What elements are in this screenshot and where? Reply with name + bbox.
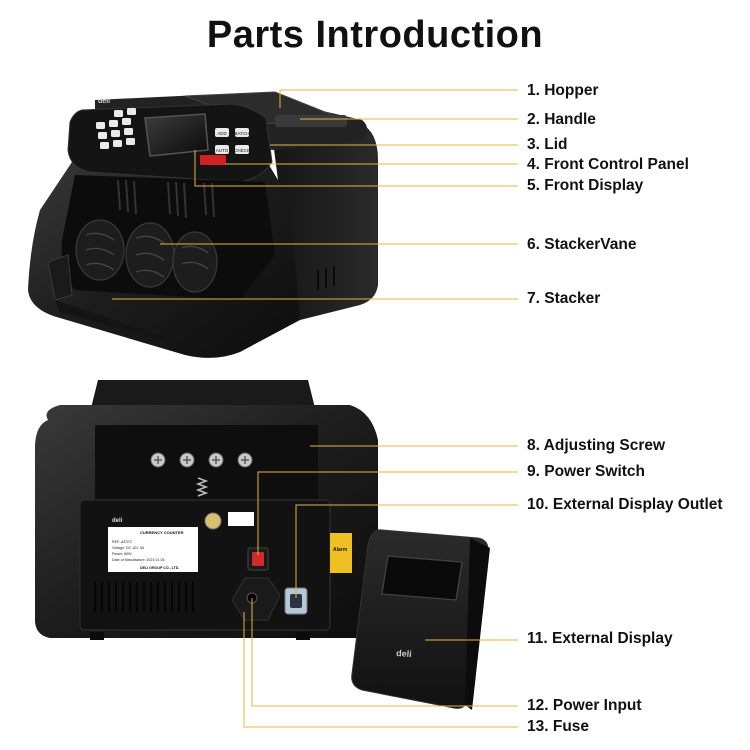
sticker-line: Voltage: DC 12V 3A: [112, 546, 145, 550]
brand-logo: deli: [98, 98, 110, 105]
sticker-line: Power: 60W: [112, 552, 132, 556]
part-label-stacker-vane: 6. StackerVane: [527, 236, 637, 253]
panel-button-label: ADD: [217, 131, 227, 136]
part-label-external-display-outlet: 10. External Display Outlet: [527, 496, 723, 513]
panel-button-label: BATCH: [235, 131, 250, 136]
part-label-handle: 2. Handle: [527, 111, 596, 128]
rear-view-machine: CURRENCY COUNTER REF: AZ372 Voltage: DC …: [35, 380, 378, 640]
part-label-lid: 3. Lid: [527, 136, 568, 153]
adjusting-screws: [150, 452, 253, 468]
leader-line-fuse: [243, 612, 518, 728]
panel-button-label: CHECK: [234, 148, 250, 153]
part-label-power-switch: 9. Power Switch: [527, 463, 646, 480]
page-title: Parts Introduction: [206, 14, 544, 56]
sticker-heading: CURRENCY COUNTER: [140, 530, 184, 535]
external-display-logo: deli: [396, 648, 412, 659]
sticker-line: Date of Manufacture: 2021.01.05: [112, 558, 165, 562]
part-label-power-input: 12. Power Input: [527, 697, 642, 714]
leader-line-front-display: [194, 150, 518, 187]
part-label-front-display: 5. Front Display: [527, 177, 644, 194]
sticker-footer: DELI GROUP CO., LTD.: [140, 566, 179, 570]
part-label-hopper: 1. Hopper: [527, 82, 599, 99]
leader-line-power-input: [251, 598, 518, 707]
leader-line-external-display-outlet: [295, 504, 518, 598]
part-label-fuse: 13. Fuse: [527, 718, 590, 735]
part-label-stacker: 7. Stacker: [527, 290, 601, 307]
front-view-machine: ADD BATCH AUTO CHECK deli: [28, 91, 378, 358]
external-display-unit: deli: [351, 529, 490, 710]
alarm-sticker-label: Alarm: [333, 547, 348, 553]
part-label-external-display: 11. External Display: [527, 630, 673, 647]
sticker-line: REF: AZ372: [112, 540, 132, 544]
rear-brand-logo: deli: [112, 518, 123, 524]
part-label-front-control-panel: 4. Front Control Panel: [527, 156, 689, 173]
part-label-adjusting-screw: 8. Adjusting Screw: [527, 437, 666, 454]
panel-button-label: AUTO: [216, 148, 229, 153]
leader-line-power-switch: [257, 471, 518, 555]
leader-line-hopper: [279, 89, 518, 108]
